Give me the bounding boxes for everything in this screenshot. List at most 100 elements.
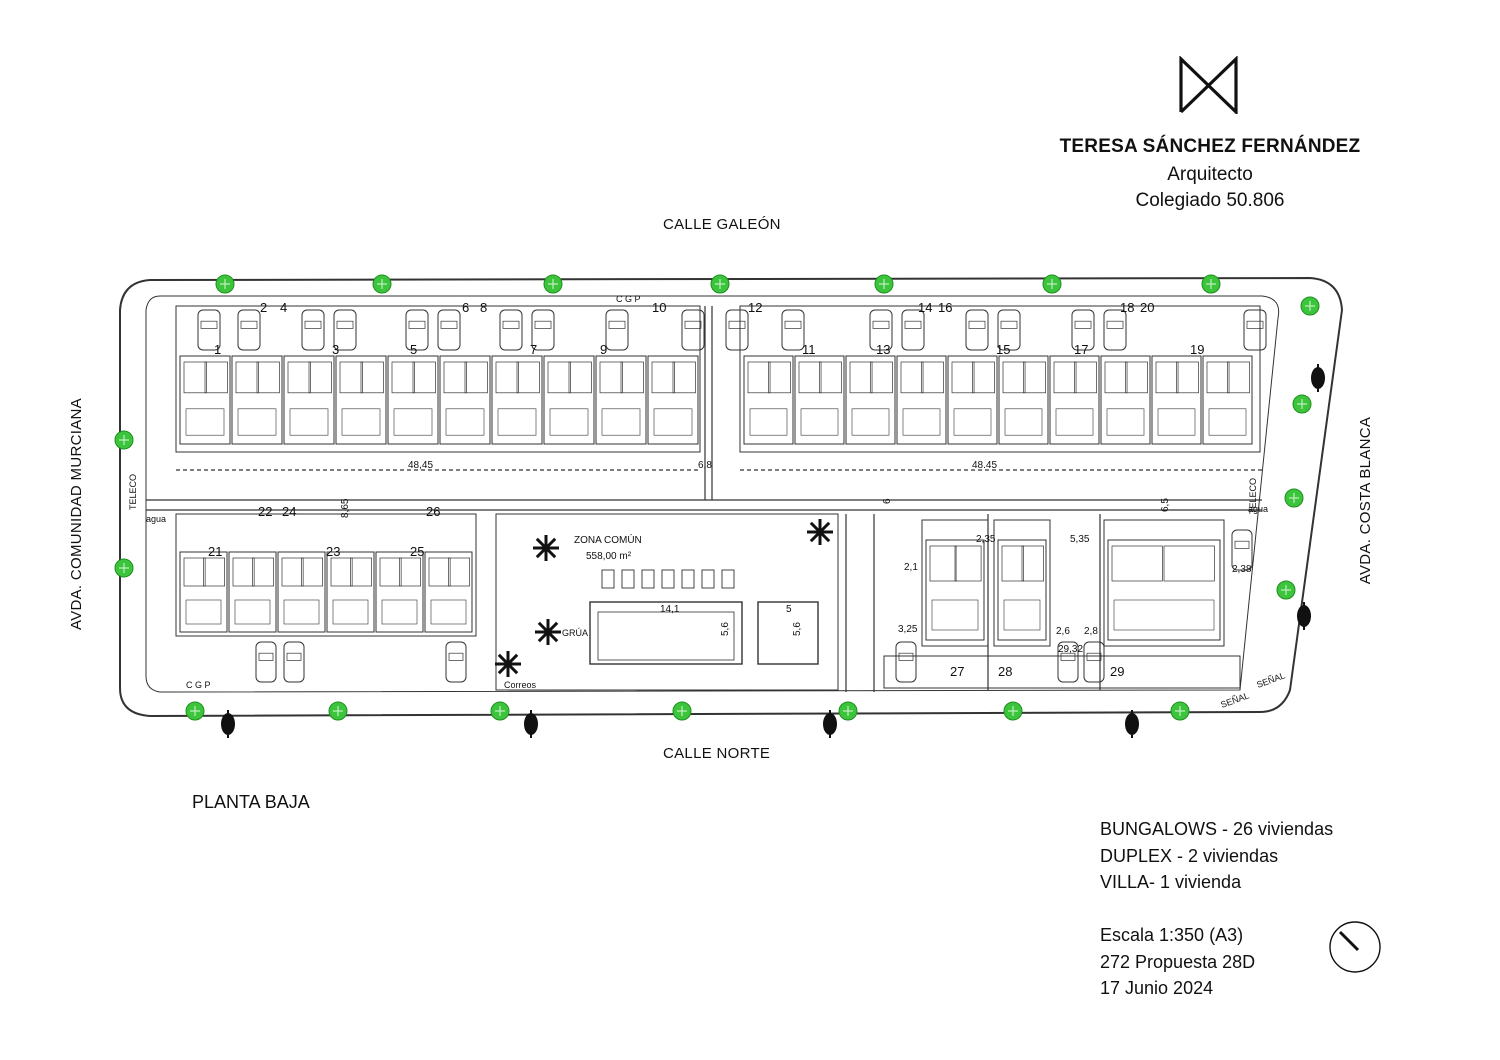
- housing-units: [179, 355, 1253, 641]
- unit-outline: [375, 551, 424, 633]
- tree-mark: [1305, 301, 1315, 311]
- unit-number: 14: [918, 300, 932, 315]
- unit-room: [568, 361, 592, 394]
- utility-label: SEÑAL: [1255, 670, 1286, 689]
- car-icon: [405, 309, 429, 351]
- palm-tree-icon: [535, 619, 561, 645]
- unit-outline: [1049, 355, 1100, 445]
- tree-icon: [1042, 274, 1062, 294]
- unit-outline: [1202, 355, 1253, 445]
- unit-room: [330, 557, 353, 587]
- unit-outline: [647, 355, 699, 445]
- car-windshield: [904, 320, 922, 329]
- unit-room: [252, 557, 274, 587]
- unit-room: [183, 361, 207, 394]
- palm-frond: [818, 530, 831, 543]
- dimension-label: 2,1: [904, 562, 918, 573]
- unit-living: [185, 599, 222, 625]
- car-body: [1057, 641, 1079, 683]
- unit-outline: [1100, 355, 1151, 445]
- tree-mark: [1008, 706, 1018, 716]
- summary-block: BUNGALOWS - 26 viviendas DUPLEX - 2 vivi…: [1100, 816, 1333, 896]
- car-body: [405, 309, 429, 351]
- street-lamps: [221, 364, 1325, 738]
- car-icon: [1083, 641, 1105, 683]
- unit-block: [439, 355, 491, 445]
- palm-frond: [546, 621, 559, 634]
- unit-number: 21: [208, 544, 222, 559]
- unit-living: [497, 408, 537, 436]
- car-icon: [237, 309, 261, 351]
- tree-mark: [1175, 706, 1185, 716]
- unit-block: [1151, 355, 1202, 445]
- car-icon: [531, 309, 555, 351]
- car-windshield: [1246, 320, 1264, 329]
- unit-living: [800, 408, 839, 436]
- unit-room: [1023, 361, 1046, 394]
- architect-registration: Colegiado 50.806: [1135, 190, 1285, 211]
- unit-room: [1176, 361, 1199, 394]
- unit-living: [445, 408, 485, 436]
- dimension-label: 48.45: [972, 460, 997, 471]
- drawing-scale: Escala 1:350 (A3): [1100, 925, 1244, 945]
- car-body: [901, 309, 925, 351]
- unit-room: [235, 361, 259, 394]
- sun-lounger: [661, 569, 675, 589]
- unit-room: [929, 545, 957, 582]
- unit-outline: [1151, 355, 1202, 445]
- unit-block: [179, 551, 228, 633]
- dimension-label: 14,1: [660, 604, 680, 615]
- street-lamp-icon: [221, 710, 235, 738]
- palm-frond: [809, 530, 822, 543]
- unit-room: [1002, 361, 1026, 394]
- car-icon: [681, 309, 705, 351]
- palm-tree-icon: [495, 651, 521, 677]
- plan-title: PLANTA BAJA: [192, 792, 310, 812]
- dimension-label: 5: [786, 604, 792, 615]
- unit-number: 28: [998, 664, 1012, 679]
- unit-number: 29: [1110, 664, 1124, 679]
- unit-room: [308, 361, 332, 394]
- tree-mark: [715, 279, 725, 289]
- unit-living: [332, 599, 369, 625]
- dimension-label: 2,6: [1056, 626, 1070, 637]
- car-icon: [997, 309, 1021, 351]
- dimension-label: 6,8: [698, 460, 712, 471]
- street-label-top: CALLE GALEÓN: [663, 216, 781, 233]
- car-icon: [1071, 309, 1095, 351]
- car-body: [997, 309, 1021, 351]
- unit-living: [185, 408, 225, 436]
- unit-outline: [439, 355, 491, 445]
- car-body: [1243, 309, 1267, 351]
- unit-room: [339, 361, 363, 394]
- unit-number: 26: [426, 504, 440, 519]
- unit-outline: [925, 539, 985, 641]
- car-body: [869, 309, 893, 351]
- unit-outline: [794, 355, 845, 445]
- tree-mark: [377, 279, 387, 289]
- unit-living: [1055, 408, 1094, 436]
- car-body: [681, 309, 705, 351]
- car-body: [1083, 641, 1105, 683]
- car-windshield: [1074, 320, 1092, 329]
- unit-outline: [424, 551, 473, 633]
- dimension-label: 6: [882, 498, 893, 504]
- unit-number: 7: [530, 342, 537, 357]
- unit-outline: [896, 355, 947, 445]
- car-windshield: [304, 320, 322, 329]
- unit-room: [350, 557, 372, 587]
- car-icon: [965, 309, 989, 351]
- utility-label: C G P: [186, 680, 211, 690]
- architect-role: Arquitecto: [1167, 164, 1253, 185]
- drawing-date: 17 Junio 2024: [1100, 978, 1214, 998]
- unit-room: [232, 557, 255, 587]
- unit-room: [1206, 361, 1230, 394]
- car-windshield: [448, 652, 464, 661]
- car-icon: [605, 309, 629, 351]
- palm-frond: [506, 653, 519, 666]
- unit-number: 2: [260, 300, 267, 315]
- tree-mark: [1047, 279, 1057, 289]
- unit-living: [1106, 408, 1145, 436]
- unit-room: [204, 361, 228, 394]
- unit-block: [231, 355, 283, 445]
